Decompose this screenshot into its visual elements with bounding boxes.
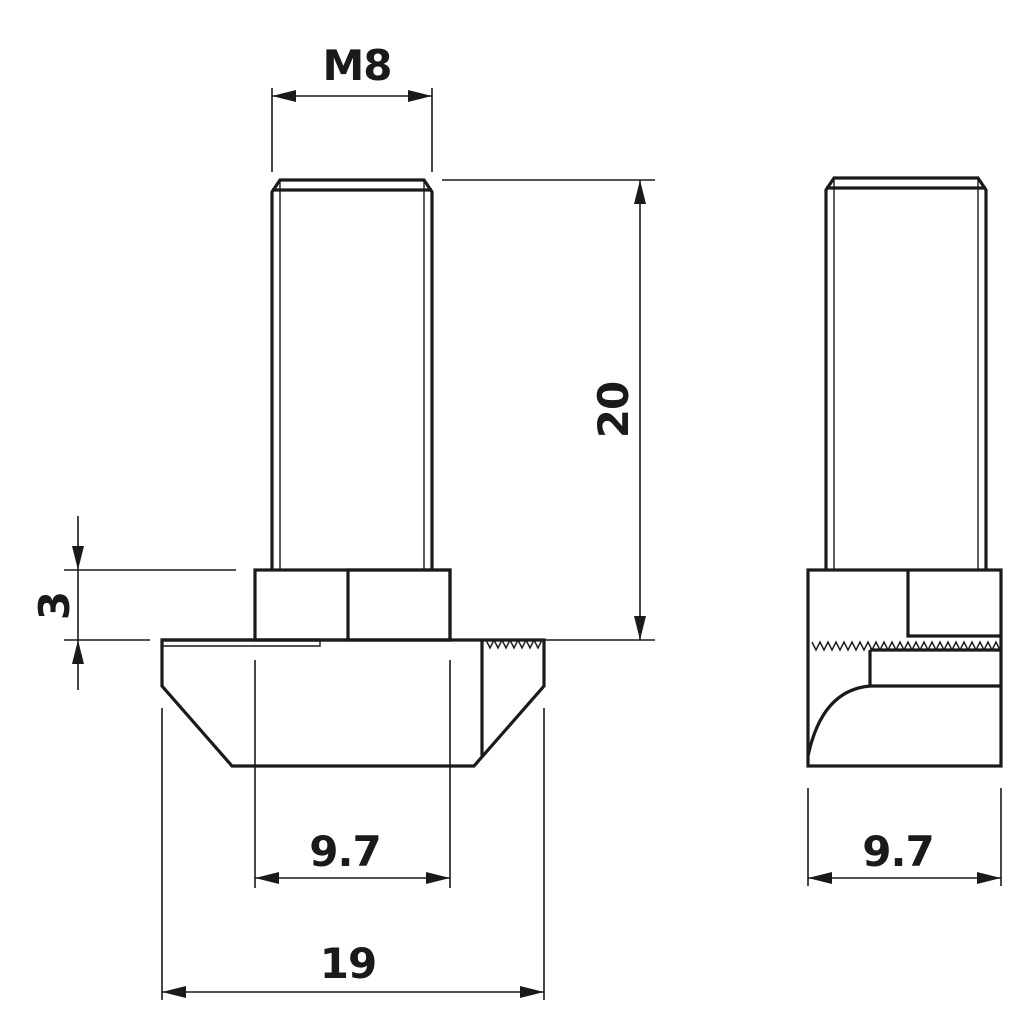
dimension-thread-m8: M8 (271, 41, 433, 172)
dimension-base-width-19: 19 (161, 708, 545, 1000)
dimension-head-height-3: 3 (30, 516, 236, 690)
label-m8: M8 (322, 41, 391, 90)
side-view (806, 176, 1003, 768)
side-threaded-shank (824, 176, 988, 570)
label-9-7-side: 9.7 (862, 827, 933, 876)
dimension-neck-width-side: 9.7 (807, 788, 1002, 886)
label-20: 20 (589, 382, 638, 438)
dimension-length-20: 20 (442, 179, 655, 641)
front-threaded-shank (270, 178, 434, 570)
label-3: 3 (30, 592, 79, 620)
front-view (160, 178, 546, 768)
label-9-7-front: 9.7 (309, 827, 380, 876)
front-head-block (253, 568, 452, 642)
label-19: 19 (320, 939, 376, 988)
dimension-neck-width-front: 9.7 (254, 660, 451, 888)
front-slot-nut (160, 638, 546, 768)
side-nut-block (806, 568, 1003, 768)
